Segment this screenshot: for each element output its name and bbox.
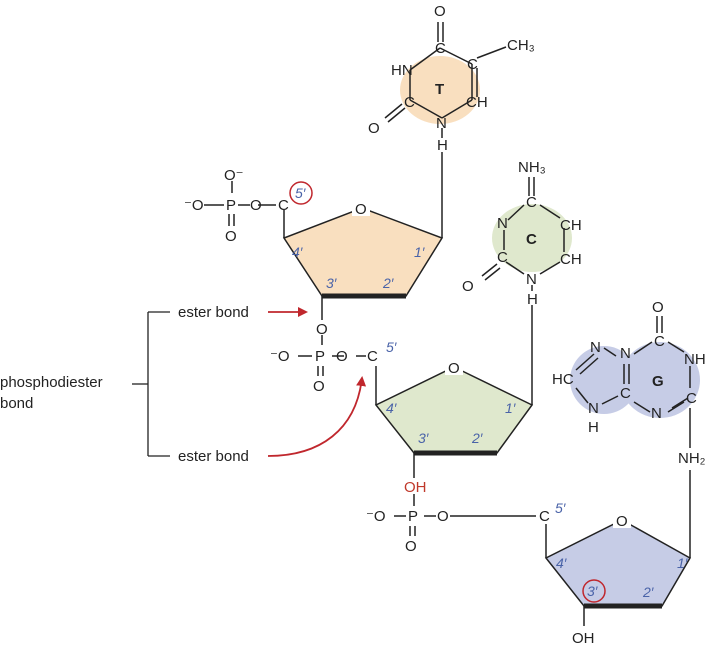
sugar-top-c5: 5′ <box>295 185 307 201</box>
sugar-top-c4: 4′ <box>292 244 304 260</box>
sugar-mid-oxygen: O <box>448 360 460 377</box>
sugar-mid-o-mask <box>445 359 463 375</box>
guanine-n3: N <box>651 405 662 422</box>
middle-ester-o-top: O <box>316 321 328 338</box>
thymine-hydrogen: H <box>437 137 448 154</box>
sugar-top-c3: 3′ <box>326 275 338 291</box>
cytosine-base-label: C <box>526 231 537 248</box>
bottom-carbon5: C <box>539 508 550 525</box>
thymine-carbon-left: C <box>404 94 415 111</box>
thymine-methyl: CH₃ <box>507 37 535 54</box>
guanine-hc: HC <box>552 371 574 388</box>
guanine-nh2: NH₂ <box>678 450 706 467</box>
sugar-mid-c3: 3′ <box>418 430 430 446</box>
bottom-phosphate-o-double: O <box>405 538 417 555</box>
bottom-phosphate-o-left: ⁻O <box>366 508 386 525</box>
thymine-nucleotide: O C CH₃ C CH HN T C N O H O 1′ 2′ 3′ 4′ … <box>184 3 535 299</box>
cytosine-oxygen: O <box>462 278 474 295</box>
guanine-n9: N <box>588 400 599 417</box>
top-phosphate-o-minus: O⁻ <box>224 167 244 184</box>
bottom-ester-oxygen: O <box>437 508 449 525</box>
top-phosphate-o-left: ⁻O <box>184 197 204 214</box>
sugar-bottom-c5: 5′ <box>555 500 567 516</box>
top-carbon5: C <box>278 197 289 214</box>
phosphodiester-label-line2: bond <box>0 395 33 412</box>
guanine-nh: NH <box>684 351 706 368</box>
sugar-mid-c4: 4′ <box>386 400 398 416</box>
thymine-carbon-top: C <box>435 40 446 57</box>
bottom-phosphate-bonds <box>394 453 547 558</box>
sugar-top-c2: 2′ <box>382 275 395 291</box>
guanine-hydrogen: H <box>588 419 599 436</box>
thymine-hn: HN <box>391 62 413 79</box>
top-phosphate-bonds <box>204 181 285 238</box>
guanine-n7: N <box>590 339 601 356</box>
sugar-bottom-c1: 1′ <box>677 555 689 571</box>
sugar-bottom-oxygen: O <box>616 513 628 530</box>
cytosine-nh3: NH₃ <box>518 159 546 176</box>
phosphodiester-bracket <box>132 311 170 457</box>
middle-phosphate-bonds <box>298 296 377 405</box>
cytosine-hydrogen: H <box>527 291 538 308</box>
middle-carbon5: C <box>367 348 378 365</box>
cytosine-ring-bonds <box>481 177 565 405</box>
sugar-mid-c2: 2′ <box>471 430 484 446</box>
thymine-oxygen-left: O <box>368 120 380 137</box>
guanine-imidazole-fill <box>570 346 638 414</box>
top-ester-oxygen: O <box>250 197 262 214</box>
sugar-bottom-c3: 3′ <box>587 583 599 599</box>
middle-ester-o-right: O <box>336 348 348 365</box>
sugar-mid-c1: 1′ <box>505 400 517 416</box>
ester-bond-label-bottom: ester bond <box>178 448 249 465</box>
cytosine-carbon-top: C <box>526 194 537 211</box>
sugar-top-o-mask <box>352 200 370 216</box>
sugar-mid-c5: 5′ <box>386 339 398 355</box>
top-5prime-circle <box>289 181 313 205</box>
guanine-nucleotide: O C NH N N HC G C C N N H NH₂ O 1′ 2′ 3′… <box>366 299 706 647</box>
sugar-bottom-o-mask <box>613 512 631 528</box>
guanine-pyrimidine-fill <box>620 342 700 418</box>
sugar-top-c1: 1′ <box>414 244 426 260</box>
cytosine-nitrogen-left: N <box>497 215 508 232</box>
cytosine-nucleotide: NH₃ C CH CH N C C N O H O 1′ 2′ 3′ 4′ O … <box>270 159 582 456</box>
middle-3prime-oh: OH <box>404 479 427 496</box>
guanine-carbon-top: C <box>654 333 665 350</box>
sugar-bottom-c4: 4′ <box>556 555 568 571</box>
top-phosphate-o-double: O <box>225 228 237 245</box>
middle-phosphate-o-left: ⁻O <box>270 348 290 365</box>
middle-phosphorus: P <box>315 348 325 365</box>
guanine-carbon-right: C <box>686 390 697 407</box>
annotations: ester bond ester bond phosphodiester bon… <box>0 304 367 465</box>
cytosine-ch-lower: CH <box>560 251 582 268</box>
bottom-phosphorus: P <box>408 508 418 525</box>
ester-bond-arrow-bottom <box>267 376 367 457</box>
bottom-3prime-oh: OH <box>572 630 595 647</box>
sugar-bottom-pentagon <box>544 519 692 607</box>
thymine-ch: CH <box>466 94 488 111</box>
cytosine-nitrogen-bottom: N <box>526 271 537 288</box>
cytosine-carbon-left: C <box>497 249 508 266</box>
thymine-carbon-right: C <box>467 56 478 73</box>
guanine-ring-bonds <box>575 316 691 558</box>
middle-phosphate-o-double: O <box>313 378 325 395</box>
bottom-3prime-circle <box>582 579 606 603</box>
phosphodiester-label-line1: phosphodiester <box>0 374 103 391</box>
guanine-base-label: G <box>652 373 664 390</box>
guanine-oxygen: O <box>652 299 664 316</box>
guanine-n-center: N <box>620 345 631 362</box>
cytosine-ch-upper: CH <box>560 217 582 234</box>
thymine-ring-bonds <box>384 22 507 238</box>
guanine-carbon-center: C <box>620 385 631 402</box>
thymine-base-label: T <box>435 81 444 98</box>
thymine-nitrogen: N <box>436 115 447 132</box>
thymine-oxygen-top: O <box>434 3 446 20</box>
sugar-top-oxygen: O <box>355 201 367 218</box>
top-phosphorus: P <box>226 197 236 214</box>
sugar-bottom-c2: 2′ <box>642 584 655 600</box>
cytosine-ring-fill <box>492 204 572 272</box>
ester-bond-label-top: ester bond <box>178 304 249 321</box>
